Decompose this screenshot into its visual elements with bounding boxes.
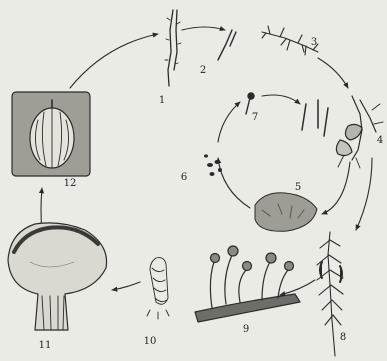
stage-label-10: 10 [144, 336, 157, 347]
stage-12-drawing [12, 92, 90, 176]
stage-5-drawing [255, 193, 317, 232]
stage-11-drawing [8, 223, 107, 330]
arrow-10-to-11 [112, 282, 140, 290]
stage-label-7: 7 [252, 112, 258, 123]
stage-1-drawing [165, 10, 181, 86]
arrow-3-to-4 [318, 58, 348, 88]
stage-label-8: 8 [340, 332, 346, 343]
stage-label-6: 6 [181, 172, 187, 183]
arrow-8-to-9 [280, 280, 315, 295]
arrow-inner-4-to-5 [322, 162, 350, 214]
stage-7-drawing [246, 93, 254, 114]
arrow-1-to-2 [182, 27, 225, 30]
stage-label-1: 1 [159, 95, 165, 106]
stage-4-drawing [336, 96, 383, 168]
arrow-inner-5-to-6 [218, 158, 250, 208]
stage-10-drawing [147, 258, 169, 319]
stage-3-drawing [262, 26, 318, 55]
stage-label-4: 4 [377, 135, 383, 146]
arrow-4-to-8 [356, 158, 372, 230]
stage-label-9: 9 [243, 324, 249, 335]
inner-rods-drawing [302, 100, 328, 136]
stage-label-12: 12 [64, 178, 77, 189]
arrow-inner-7-to-4 [262, 95, 300, 104]
stage-label-2: 2 [200, 65, 206, 76]
stage-label-3: 3 [311, 37, 317, 48]
stage-label-5: 5 [295, 182, 301, 193]
stage-2-drawing [218, 30, 236, 60]
arrow-inner-6-to-7 [218, 102, 240, 142]
arrow-12-to-1 [70, 34, 158, 88]
stage-label-11: 11 [39, 340, 52, 351]
stage-9-drawing [195, 246, 300, 322]
